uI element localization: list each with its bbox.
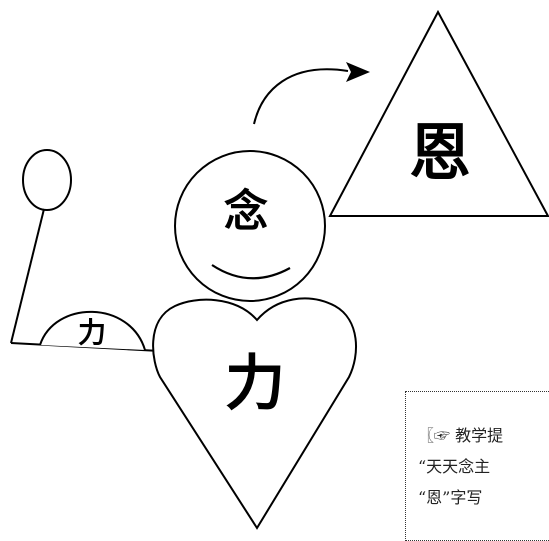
balloon-string bbox=[10, 208, 45, 344]
arrowhead-icon bbox=[346, 62, 370, 82]
heart-char: 力 bbox=[225, 349, 285, 419]
teaching-note-box: 〖☞ 教学提 “天天念主 “恩”字写 bbox=[405, 391, 549, 541]
head-circle bbox=[174, 150, 326, 302]
note-line-2: “天天念主 bbox=[418, 457, 491, 476]
head-char: 念 bbox=[224, 186, 268, 237]
balloon bbox=[22, 149, 72, 211]
smile bbox=[211, 264, 291, 280]
note-line-1: 〖☞ 教学提 bbox=[418, 426, 504, 445]
triangle-char: 恩 bbox=[409, 116, 471, 189]
curved-arrow bbox=[253, 68, 349, 125]
note-line-3: “恩”字写 bbox=[418, 488, 483, 507]
triangle-shape bbox=[328, 9, 549, 217]
heart-shape bbox=[152, 297, 358, 530]
arm-char: 力 bbox=[78, 316, 106, 349]
arm-muscle bbox=[39, 310, 146, 351]
